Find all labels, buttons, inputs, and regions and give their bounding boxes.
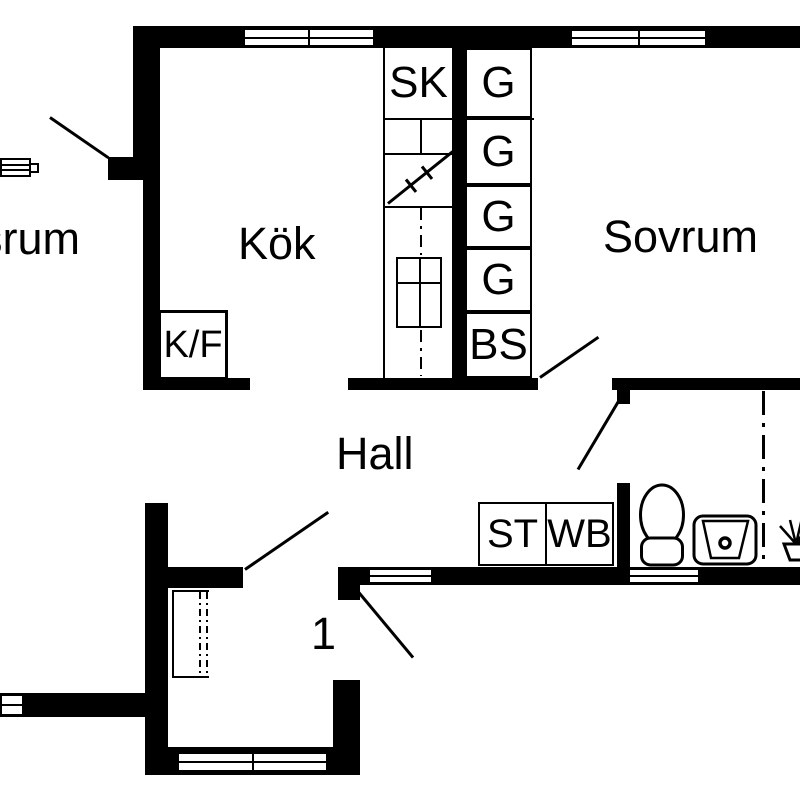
wall-left-lower — [143, 158, 160, 390]
counter-divider — [420, 118, 422, 155]
wardrobe-cell-g3: G — [465, 185, 532, 248]
room-label-bedroom: Sovrum — [603, 211, 759, 262]
counter-divider — [383, 118, 534, 120]
furniture-dashline — [199, 592, 201, 676]
counter-centerline — [420, 208, 422, 255]
counter-divider — [383, 153, 454, 155]
wardrobe-furniture — [172, 590, 209, 678]
wardrobe-cell-g1: G — [465, 48, 532, 118]
wall-door-post-topleft — [108, 157, 147, 180]
cabinet-sk: SK — [385, 48, 452, 118]
wall-bath-west — [617, 483, 630, 577]
room-label-living-partial: srum — [0, 213, 80, 264]
plant-icon — [779, 519, 800, 562]
wardrobe-label: G — [481, 126, 516, 176]
wardrobe-cell-bs: BS — [465, 312, 532, 378]
stove-icon — [396, 257, 442, 328]
wardrobe-cell-g4: G — [465, 248, 532, 312]
door-swing-line — [49, 116, 110, 160]
wall-closet-divider — [452, 48, 465, 378]
room-label-kitchen: Kök — [238, 218, 316, 269]
window-mullion — [308, 30, 310, 45]
fridge-freezer-label: K/F — [163, 323, 223, 366]
wall-leftroom-east — [333, 680, 360, 775]
door-swing-line — [576, 394, 624, 471]
wall-left-horizontal — [0, 693, 145, 717]
st-box: ST — [480, 504, 545, 564]
wb-box: WB — [547, 504, 612, 564]
room-number-label: 1 — [311, 608, 337, 659]
bs-label: BS — [469, 320, 528, 369]
bath-partition-dashline — [762, 391, 765, 583]
toilet-icon — [639, 483, 685, 567]
door-swing-line — [244, 511, 330, 571]
cabinet-sk-label: SK — [389, 58, 448, 107]
window-bath-south — [628, 568, 700, 584]
window-bar — [2, 704, 22, 706]
window-bar — [370, 575, 431, 577]
counter-divider — [383, 206, 454, 208]
st-wb-boxes: ST WB — [478, 502, 614, 566]
st-label: ST — [486, 511, 539, 556]
stove-divider — [398, 282, 440, 284]
wardrobe-label: G — [481, 58, 516, 107]
window-hall-south — [368, 568, 433, 584]
wall-leftroom-west — [145, 503, 168, 775]
wall-leftroom-stub — [168, 567, 243, 588]
wall-left-upper — [133, 26, 160, 158]
wardrobe-label: G — [481, 191, 516, 241]
room-label-hall: Hall — [336, 428, 414, 479]
wall-door-post-bottom — [338, 585, 360, 600]
wardrobe-cell-g2: G — [465, 118, 532, 185]
window-leftroom-south — [177, 752, 328, 772]
door-swing-line — [356, 590, 415, 659]
window-left-edge — [0, 694, 24, 716]
wardrobe-label: G — [481, 255, 516, 304]
wall-kitchen-south-a — [143, 378, 250, 390]
wall-kitchen-south-b — [348, 378, 538, 390]
window-kitchen — [243, 28, 375, 47]
counter-centerline — [420, 330, 422, 376]
st-wb-divider — [545, 504, 547, 564]
furniture-dashline — [206, 592, 208, 676]
window-bar — [630, 575, 698, 577]
radiator-fin — [2, 169, 29, 171]
window-mullion — [251, 754, 254, 770]
stove-divider — [419, 259, 421, 326]
washbasin-icon — [692, 514, 758, 566]
window-bedroom — [570, 29, 707, 47]
wall-bedroom-south — [612, 378, 800, 390]
sink-diagonal-line — [387, 150, 454, 205]
radiator-fin — [2, 164, 29, 166]
wb-label: WB — [547, 511, 612, 556]
radiator-valve — [29, 163, 39, 173]
counter-edge-line — [383, 48, 385, 378]
door-swing-line — [539, 335, 600, 379]
fridge-freezer-box: K/F — [158, 310, 228, 380]
radiator-body — [0, 158, 31, 177]
window-mullion — [637, 31, 640, 45]
